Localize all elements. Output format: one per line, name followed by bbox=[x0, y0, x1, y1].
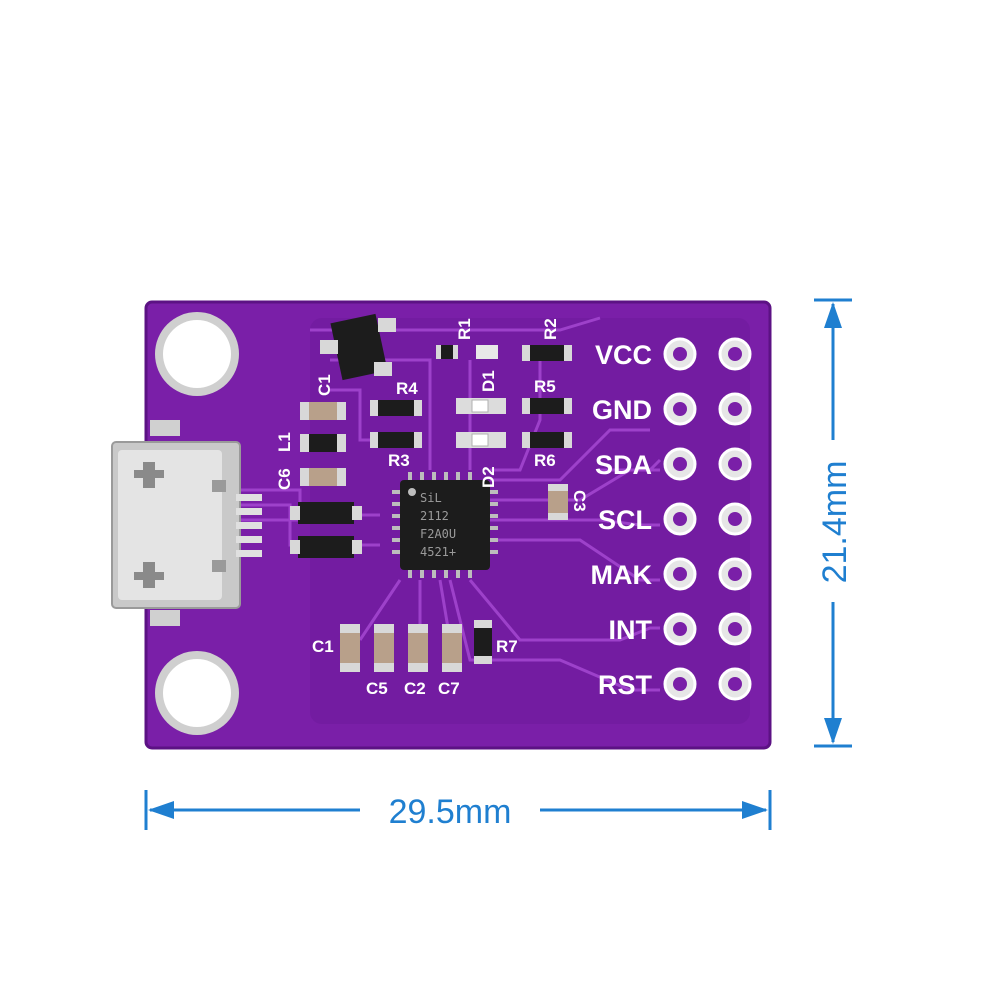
capacitor-c1-top bbox=[300, 402, 346, 420]
label-l1: L1 bbox=[275, 432, 294, 452]
resistor-r1 bbox=[436, 345, 458, 359]
pin-labels: VCC GND SDA SCL MAK INT RST bbox=[591, 340, 653, 700]
capacitor-c3 bbox=[548, 484, 568, 520]
diode-left-top bbox=[290, 502, 362, 524]
main-chip: SiL 2112 F2A0U 4521+ bbox=[392, 472, 498, 578]
pin-label-rst: RST bbox=[598, 670, 653, 700]
label-r5: R5 bbox=[534, 377, 556, 396]
capacitor-c6 bbox=[300, 468, 346, 486]
chip-marking-1: SiL bbox=[420, 491, 442, 505]
resistor-r7 bbox=[474, 620, 492, 664]
label-c5: C5 bbox=[366, 679, 388, 698]
arrow-down-icon bbox=[824, 718, 842, 744]
resistor-r2 bbox=[522, 345, 572, 361]
capacitor-c7 bbox=[442, 624, 462, 672]
label-r1: R1 bbox=[455, 318, 474, 340]
label-r7: R7 bbox=[496, 637, 518, 656]
label-r2: R2 bbox=[541, 318, 560, 340]
chip-marking-2: 2112 bbox=[420, 509, 449, 523]
transistor bbox=[320, 313, 396, 381]
passive-components bbox=[290, 345, 572, 672]
pin-label-mak: MAK bbox=[591, 560, 653, 590]
label-d1: D1 bbox=[479, 370, 498, 392]
label-d2: D2 bbox=[479, 466, 498, 488]
pin-label-gnd: GND bbox=[592, 395, 652, 425]
led-bottom bbox=[456, 432, 506, 448]
diode-left-bottom bbox=[290, 536, 362, 558]
led-top bbox=[456, 398, 506, 414]
label-r3: R3 bbox=[388, 451, 410, 470]
resistor-r3 bbox=[370, 432, 422, 448]
label-r6: R6 bbox=[534, 451, 556, 470]
silkscreen-labels: R1 R2 D1 R5 R6 D2 R4 R3 C1 L1 C6 C3 C1 C… bbox=[275, 318, 589, 698]
pin-label-int: INT bbox=[609, 615, 653, 645]
resistor-r6 bbox=[522, 432, 572, 448]
resistor-r4 bbox=[370, 400, 422, 416]
label-r4: R4 bbox=[396, 379, 418, 398]
label-c7: C7 bbox=[438, 679, 460, 698]
resistor-r5 bbox=[522, 398, 572, 414]
micro-usb-connector-icon bbox=[111, 420, 262, 626]
pin-label-sda: SDA bbox=[595, 450, 652, 480]
pcb-board: VCC GND SDA SCL MAK INT RST bbox=[111, 300, 772, 750]
label-c3: C3 bbox=[570, 490, 589, 512]
chip-marking-4: 4521+ bbox=[420, 545, 456, 559]
arrow-right-icon bbox=[742, 801, 768, 819]
capacitor-c2 bbox=[408, 624, 428, 672]
chip-marking-3: F2A0U bbox=[420, 527, 456, 541]
label-c2: C2 bbox=[404, 679, 426, 698]
arrow-left-icon bbox=[148, 801, 174, 819]
label-c1-bottom: C1 bbox=[312, 637, 334, 656]
pin-label-vcc: VCC bbox=[595, 340, 652, 370]
diode-d1 bbox=[476, 345, 498, 359]
height-label: 21.4mm bbox=[816, 461, 854, 584]
pin-header bbox=[663, 337, 752, 701]
arrow-up-icon bbox=[824, 302, 842, 328]
width-dimension: 29.5mm bbox=[144, 790, 772, 831]
label-c6: C6 bbox=[275, 468, 294, 490]
capacitor-c1-bottom bbox=[340, 624, 360, 672]
label-c1-top: C1 bbox=[315, 374, 334, 396]
mounting-holes bbox=[155, 312, 239, 735]
height-dimension: 21.4mm bbox=[814, 298, 854, 748]
width-label: 29.5mm bbox=[389, 793, 512, 831]
inductor-l1 bbox=[300, 434, 346, 452]
pin-label-scl: SCL bbox=[598, 505, 652, 535]
capacitor-c5 bbox=[374, 624, 394, 672]
